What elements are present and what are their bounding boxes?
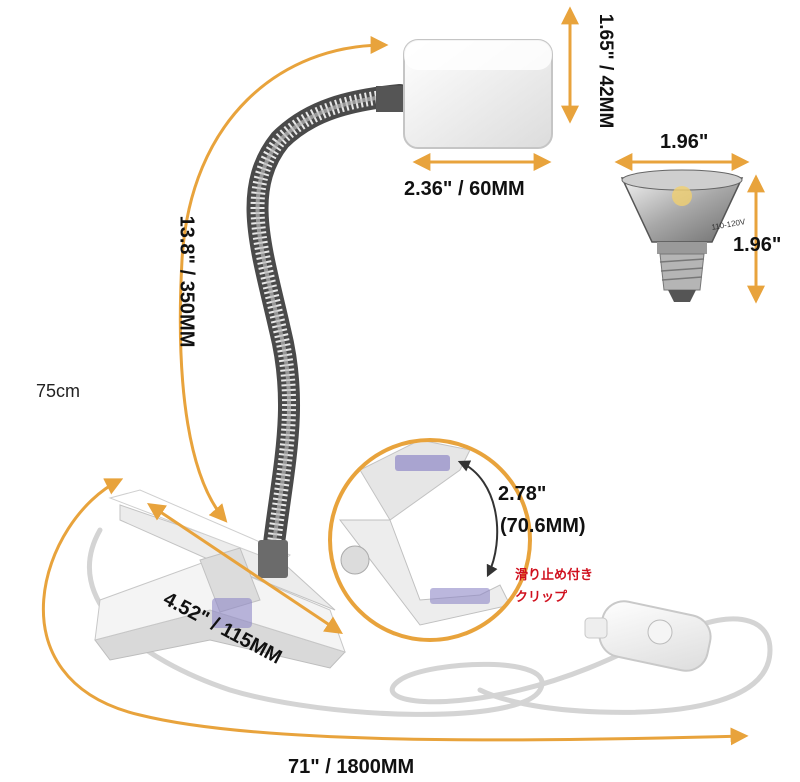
- side-note: 75cm: [36, 381, 81, 401]
- clip-opening-arrow: [457, 460, 499, 578]
- clip-opening-mm-label: (70.6MM): [500, 515, 586, 537]
- neck-length-label: 13.8" / 350MM: [175, 215, 198, 348]
- head-width-label: 2.36" / 60MM: [404, 178, 525, 200]
- dimension-arrows: [41, 6, 765, 746]
- bulb-height-label: 1.96": [733, 234, 782, 256]
- clip-opening-inch-label: 2.78": [498, 483, 547, 505]
- head-height-label: 1.65" / 42MM: [595, 13, 616, 129]
- cord-length-label: 71" / 1800MM: [288, 756, 415, 778]
- halogen-bulb: 110-120V: [620, 169, 747, 302]
- clamp-base: [94, 489, 346, 669]
- lamp-socket-head: [376, 39, 553, 149]
- clip-detail-inset: [328, 438, 532, 642]
- anti-slip-clip-label-line2: クリップ: [515, 590, 568, 605]
- bulb-width-label: 1.96": [660, 131, 709, 153]
- anti-slip-clip-label-line1: 滑り止め付き: [515, 568, 594, 583]
